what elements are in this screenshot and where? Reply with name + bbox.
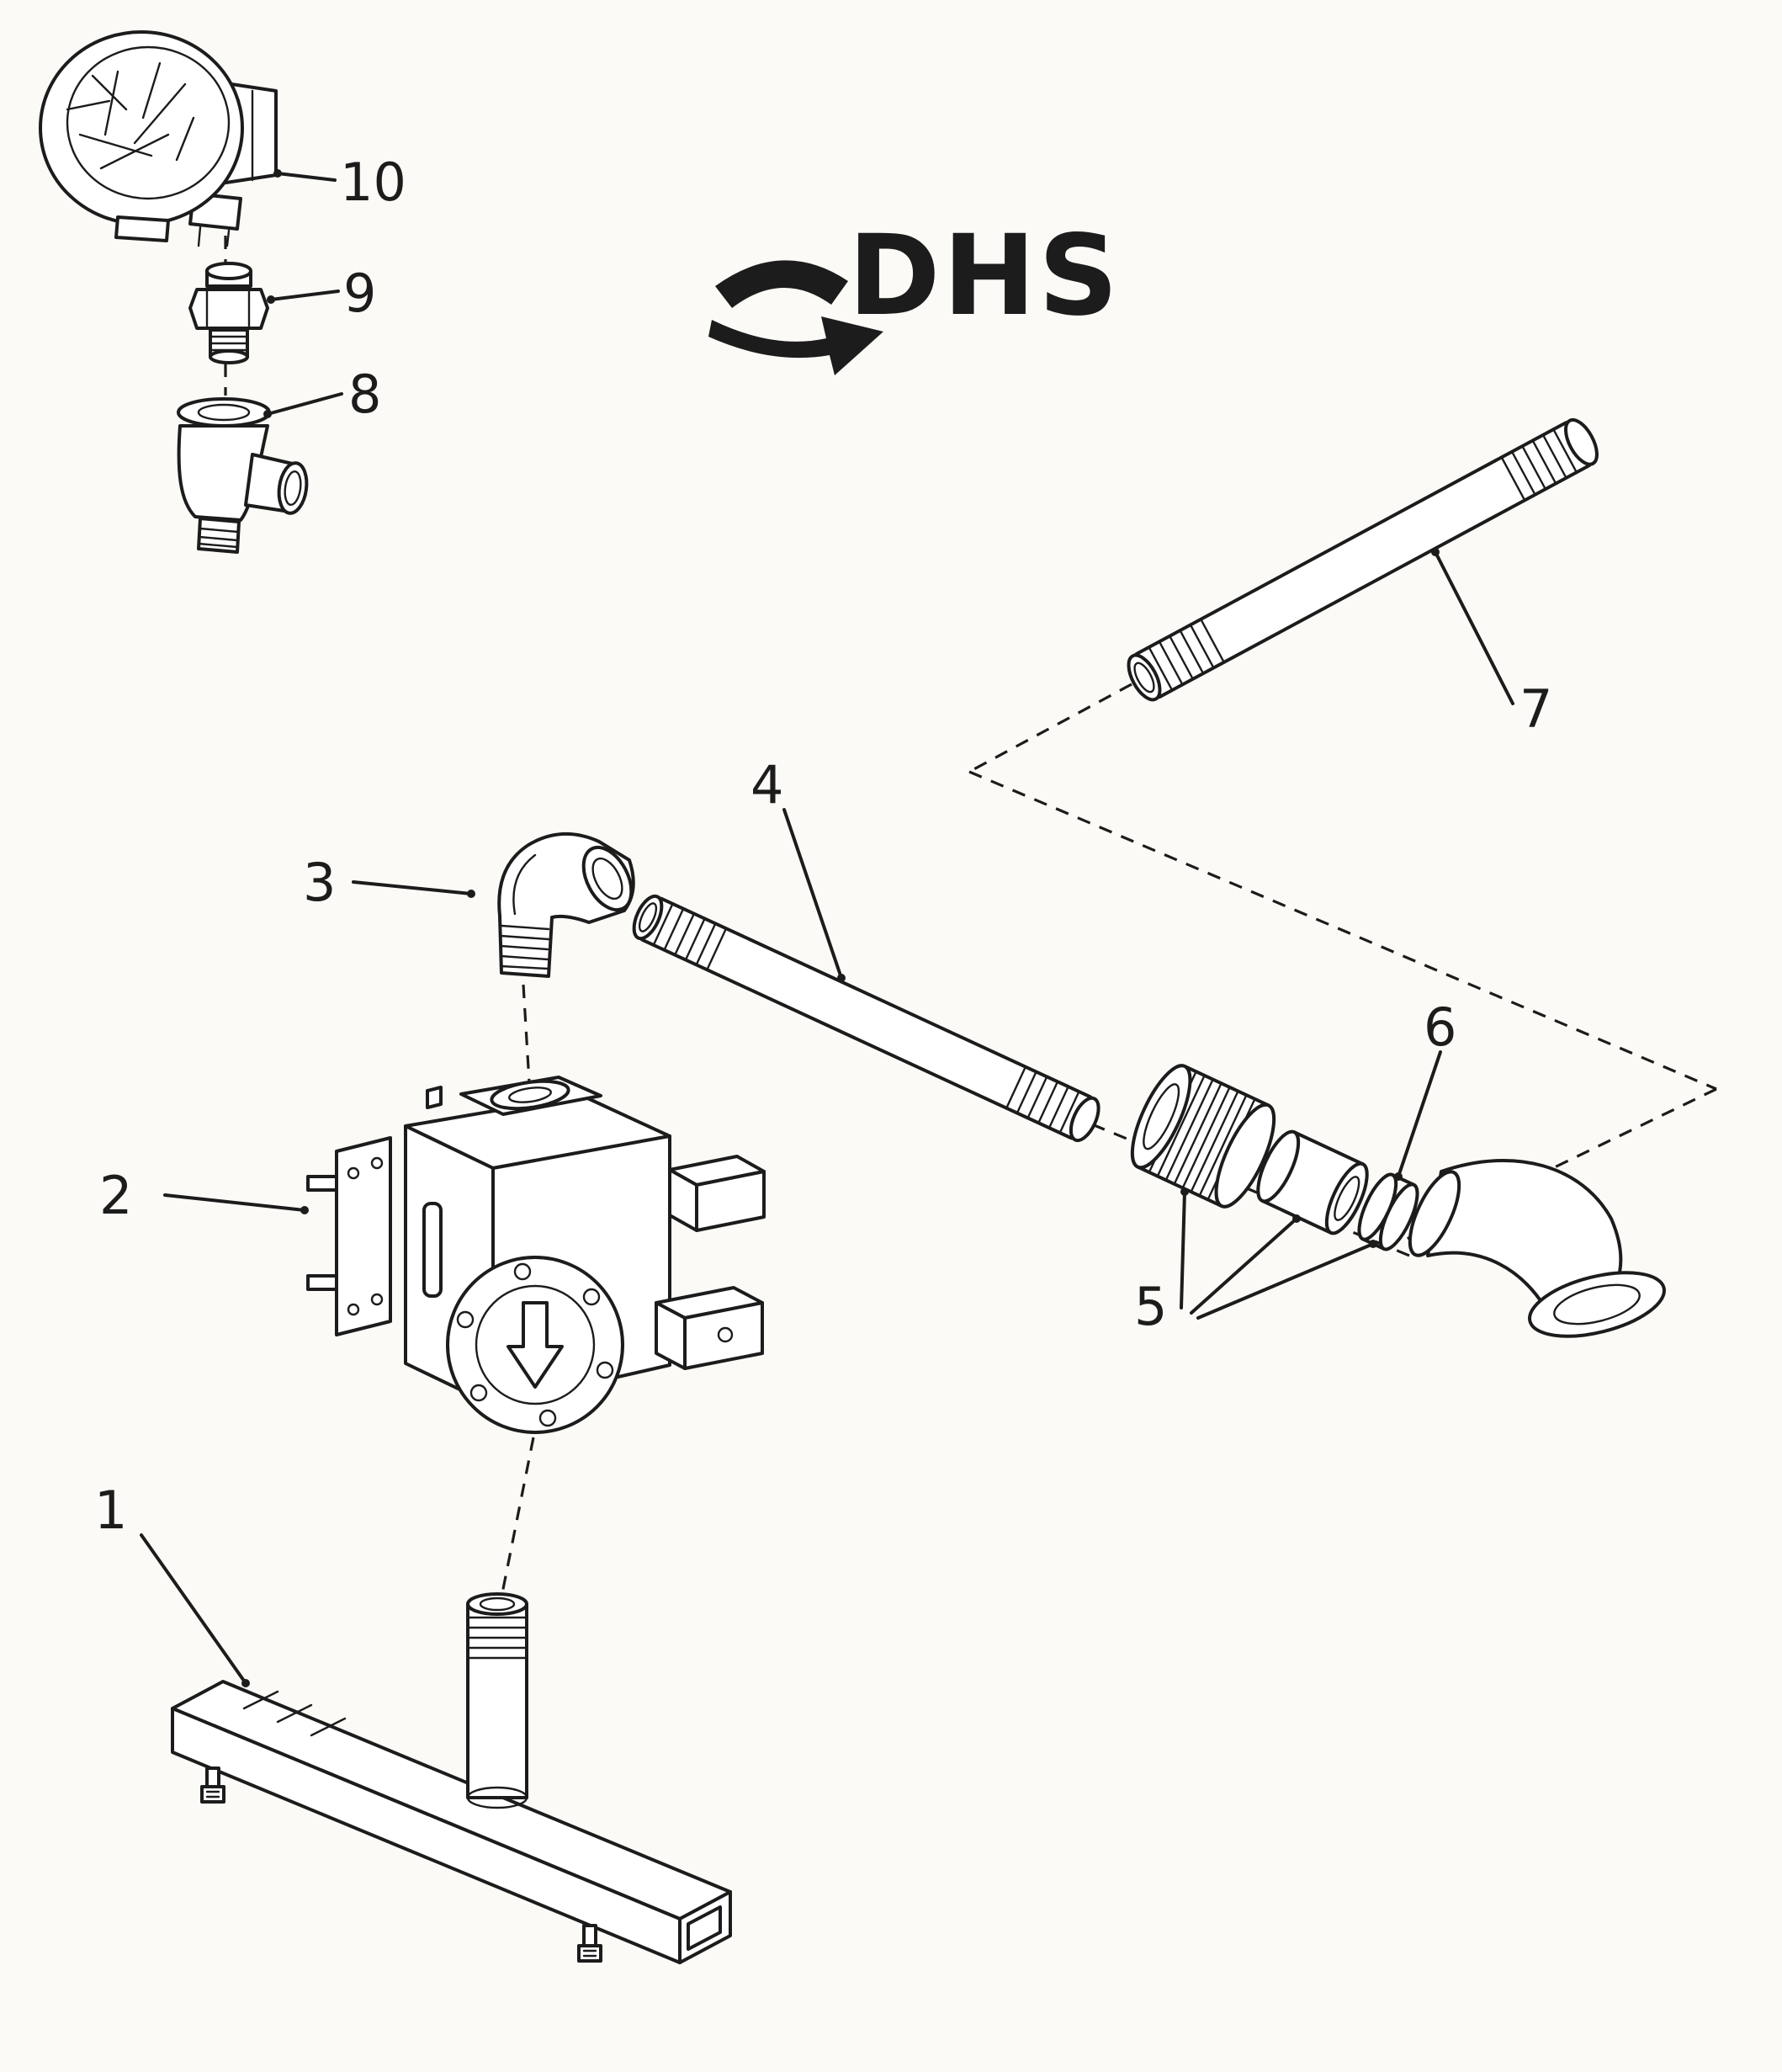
arrow-right-icon (708, 316, 883, 375)
callout-label-5: 5 (1134, 1276, 1168, 1337)
flow-arrow-icon (506, 1301, 564, 1389)
callout-label-2: 2 (99, 1165, 133, 1226)
part-1-pipe-nipple (466, 1592, 528, 1809)
callout-label-9: 9 (343, 263, 377, 324)
part-1-manifold-bar (171, 1592, 732, 1964)
leader-lines (140, 169, 1514, 1687)
arrow-right-icon (715, 260, 848, 308)
part-3-elbow-fitting (497, 832, 635, 978)
part-8-angle-fitting (177, 397, 309, 554)
part-9-union-nut (188, 262, 269, 364)
callout-label-6: 6 (1424, 996, 1457, 1058)
part-2-gas-valve (306, 1076, 766, 1434)
part-4-pipe-nipple (632, 894, 1100, 1143)
callout-label-3: 3 (303, 852, 337, 913)
part-7-long-pipe (1127, 417, 1599, 702)
callout-label-1: 1 (94, 1480, 128, 1541)
part-5-union-assembly (1130, 1064, 1419, 1251)
dhs-logo (708, 260, 883, 375)
callout-label-8: 8 (348, 364, 382, 425)
part-6-flanged-elbow (1408, 1159, 1666, 1338)
part-10-pressure-gauge (39, 30, 278, 247)
logo-text: DHS (848, 211, 1122, 341)
assembly-axis-lines (224, 236, 1717, 1598)
callout-label-4: 4 (750, 754, 784, 816)
callout-label-10: 10 (340, 151, 406, 213)
callout-label-7: 7 (1519, 678, 1553, 740)
